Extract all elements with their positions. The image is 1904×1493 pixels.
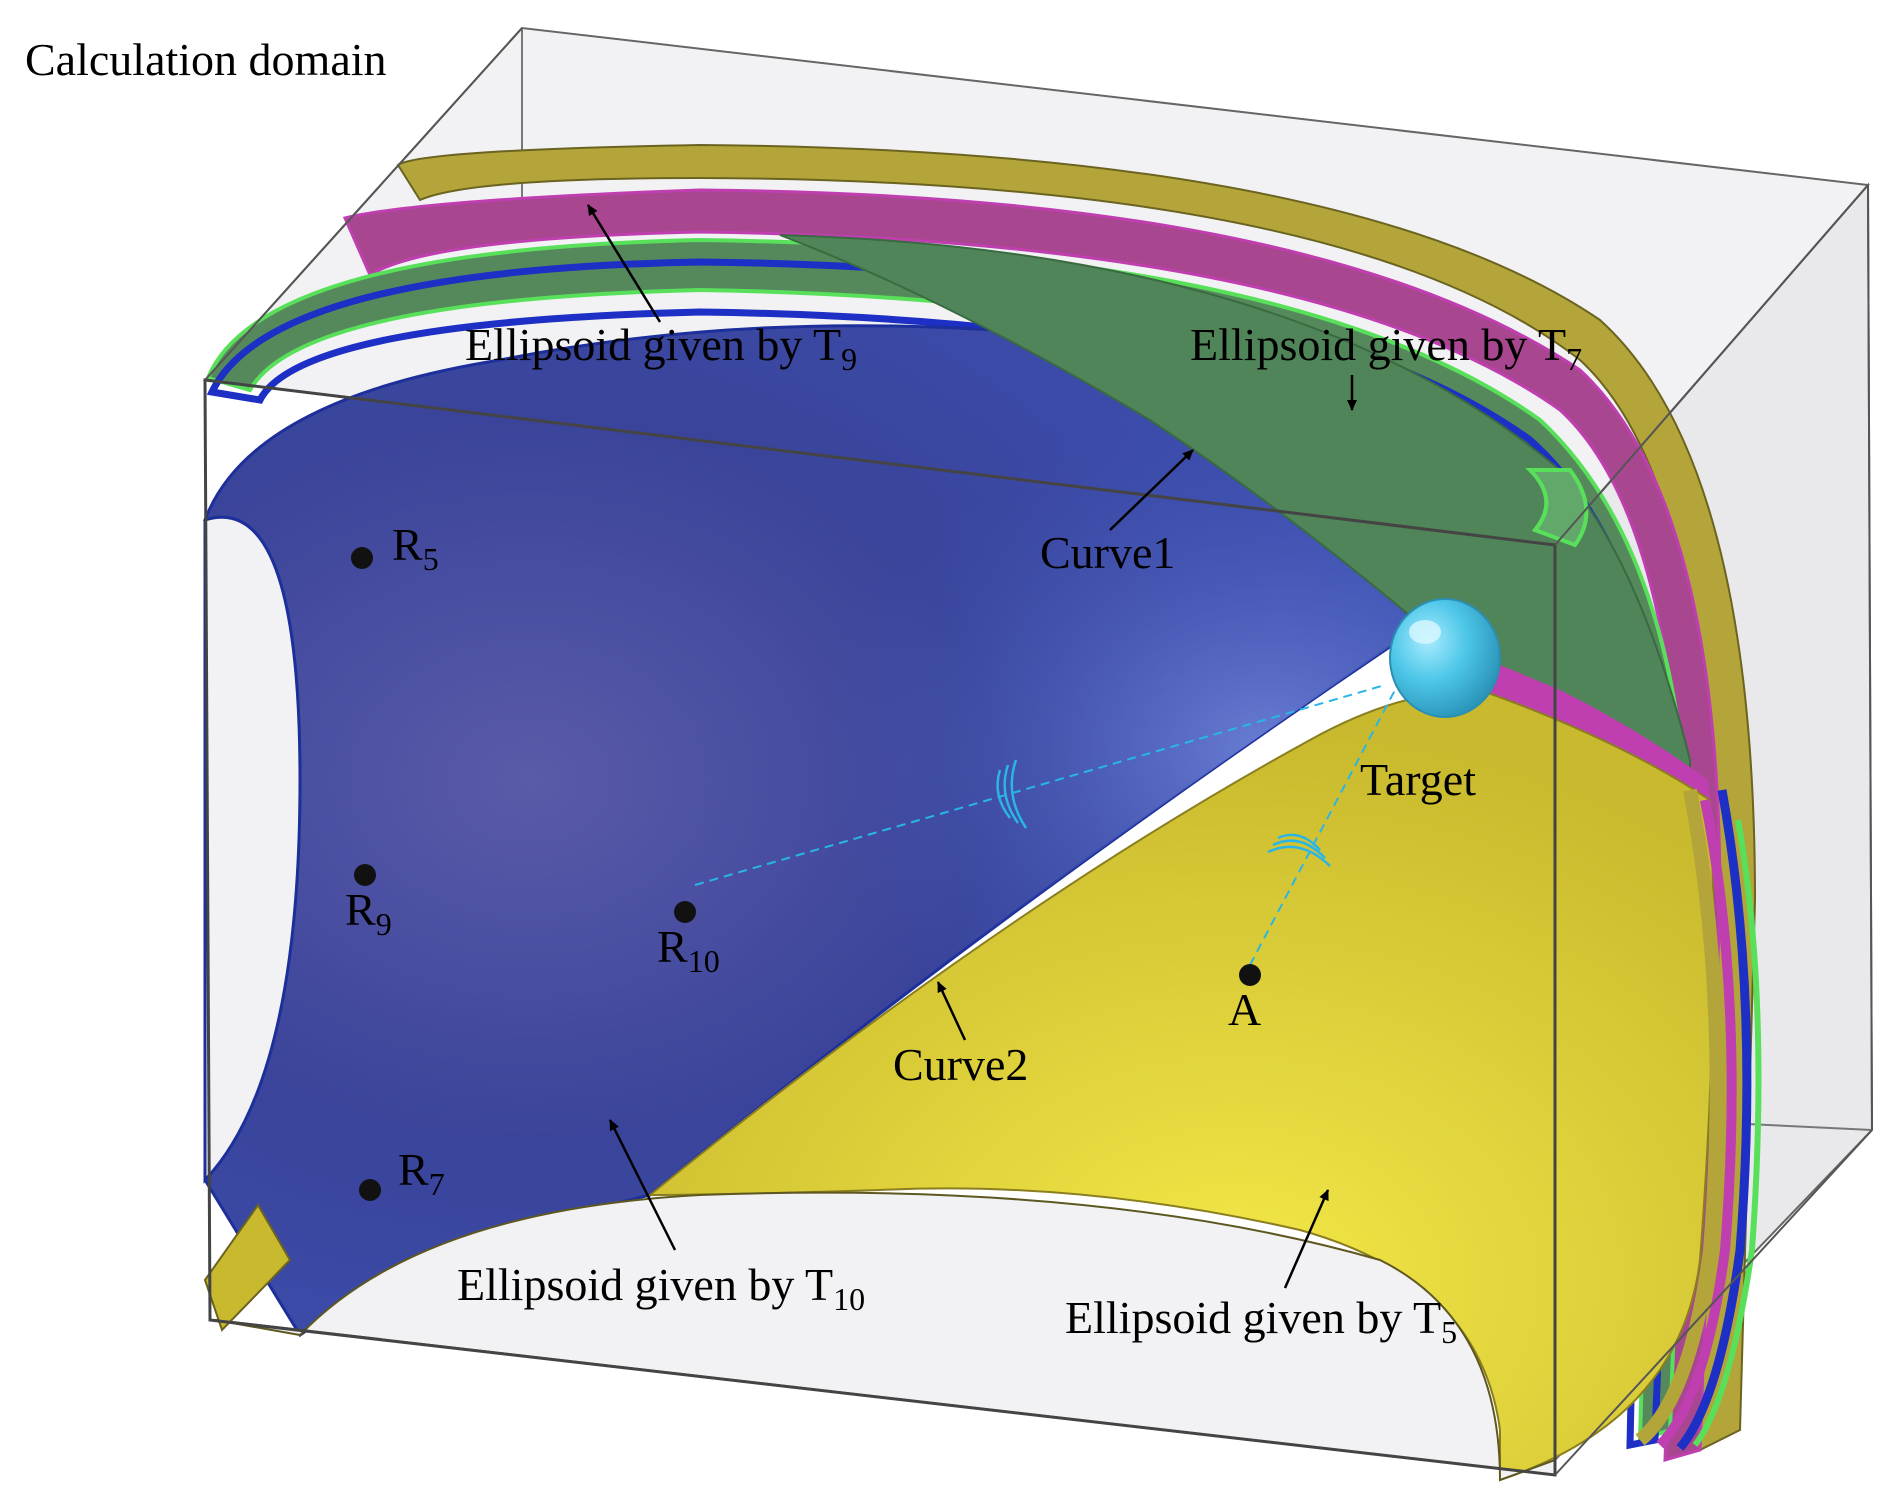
label-ellipsoid-t9: Ellipsoid given by T9 bbox=[465, 319, 857, 377]
annotation-arrows bbox=[586, 204, 1357, 1289]
signal-paths bbox=[694, 684, 1396, 966]
box-edge-right bbox=[1867, 184, 1873, 1131]
ellipsoid-t5-left-edge bbox=[203, 1203, 292, 1332]
ellipsoid-t10-glow bbox=[205, 325, 1500, 1335]
rim-magenta bbox=[1656, 799, 1737, 1449]
receiver-dot-icon bbox=[1239, 964, 1261, 986]
ellipsoid-t5-surface bbox=[647, 688, 1715, 1482]
label-ellipsoid-t10: Ellipsoid given by T10 bbox=[457, 1259, 865, 1317]
arrow-icon bbox=[608, 1119, 677, 1251]
label-target: Target bbox=[1360, 754, 1476, 805]
receiver-dot-icon bbox=[674, 901, 696, 923]
label-ellipsoid-t7: Ellipsoid given by T7 bbox=[1190, 319, 1582, 377]
receiver-points bbox=[351, 547, 1261, 1201]
label-curve2: Curve2 bbox=[893, 1039, 1028, 1090]
receiver-dot-icon bbox=[359, 1179, 381, 1201]
ellipsoid-t10-left-cutout bbox=[203, 515, 302, 1184]
box-edge-top-right bbox=[1554, 184, 1869, 546]
signal-wave-icon bbox=[1267, 833, 1331, 867]
page-title: Calculation domain bbox=[25, 34, 387, 85]
ellipsoid-t9-magenta-shell bbox=[342, 188, 1722, 1463]
box-edge-bottom-right bbox=[1554, 1129, 1873, 1476]
ellipsoid-t9-olive-shell bbox=[396, 143, 1757, 1452]
ellipsoid-t5-bottom-cutout bbox=[214, 1191, 1556, 1482]
rim-blue bbox=[1676, 789, 1752, 1451]
label-r7: R7 bbox=[398, 1144, 445, 1202]
receiver-dot-icon bbox=[354, 864, 376, 886]
label-curve1: Curve1 bbox=[1040, 527, 1175, 578]
arrow-icon bbox=[1109, 449, 1194, 531]
label-ellipsoid-t5: Ellipsoid given by T5 bbox=[1065, 1292, 1457, 1350]
label-r5: R5 bbox=[392, 519, 439, 577]
box-edge-top-left bbox=[204, 27, 523, 381]
signal-wave-icon bbox=[996, 759, 1028, 829]
arrow-icon bbox=[936, 981, 967, 1041]
label-a: A bbox=[1228, 984, 1261, 1035]
rim-green bbox=[1692, 819, 1762, 1447]
rim-yellow bbox=[1635, 788, 1724, 1446]
arrow-icon bbox=[1283, 1189, 1330, 1289]
right-rim-layers bbox=[1635, 788, 1762, 1451]
domain-box-front bbox=[203, 27, 1873, 1477]
label-r10: R10 bbox=[657, 921, 720, 979]
labels: Calculation domain Ellipsoid given by T9… bbox=[25, 34, 1582, 1350]
label-r9: R9 bbox=[345, 884, 392, 942]
target-sphere-icon bbox=[1389, 598, 1501, 718]
receiver-dot-icon bbox=[351, 547, 373, 569]
arrow-icon bbox=[586, 204, 662, 323]
signal-line-a bbox=[1249, 689, 1396, 966]
